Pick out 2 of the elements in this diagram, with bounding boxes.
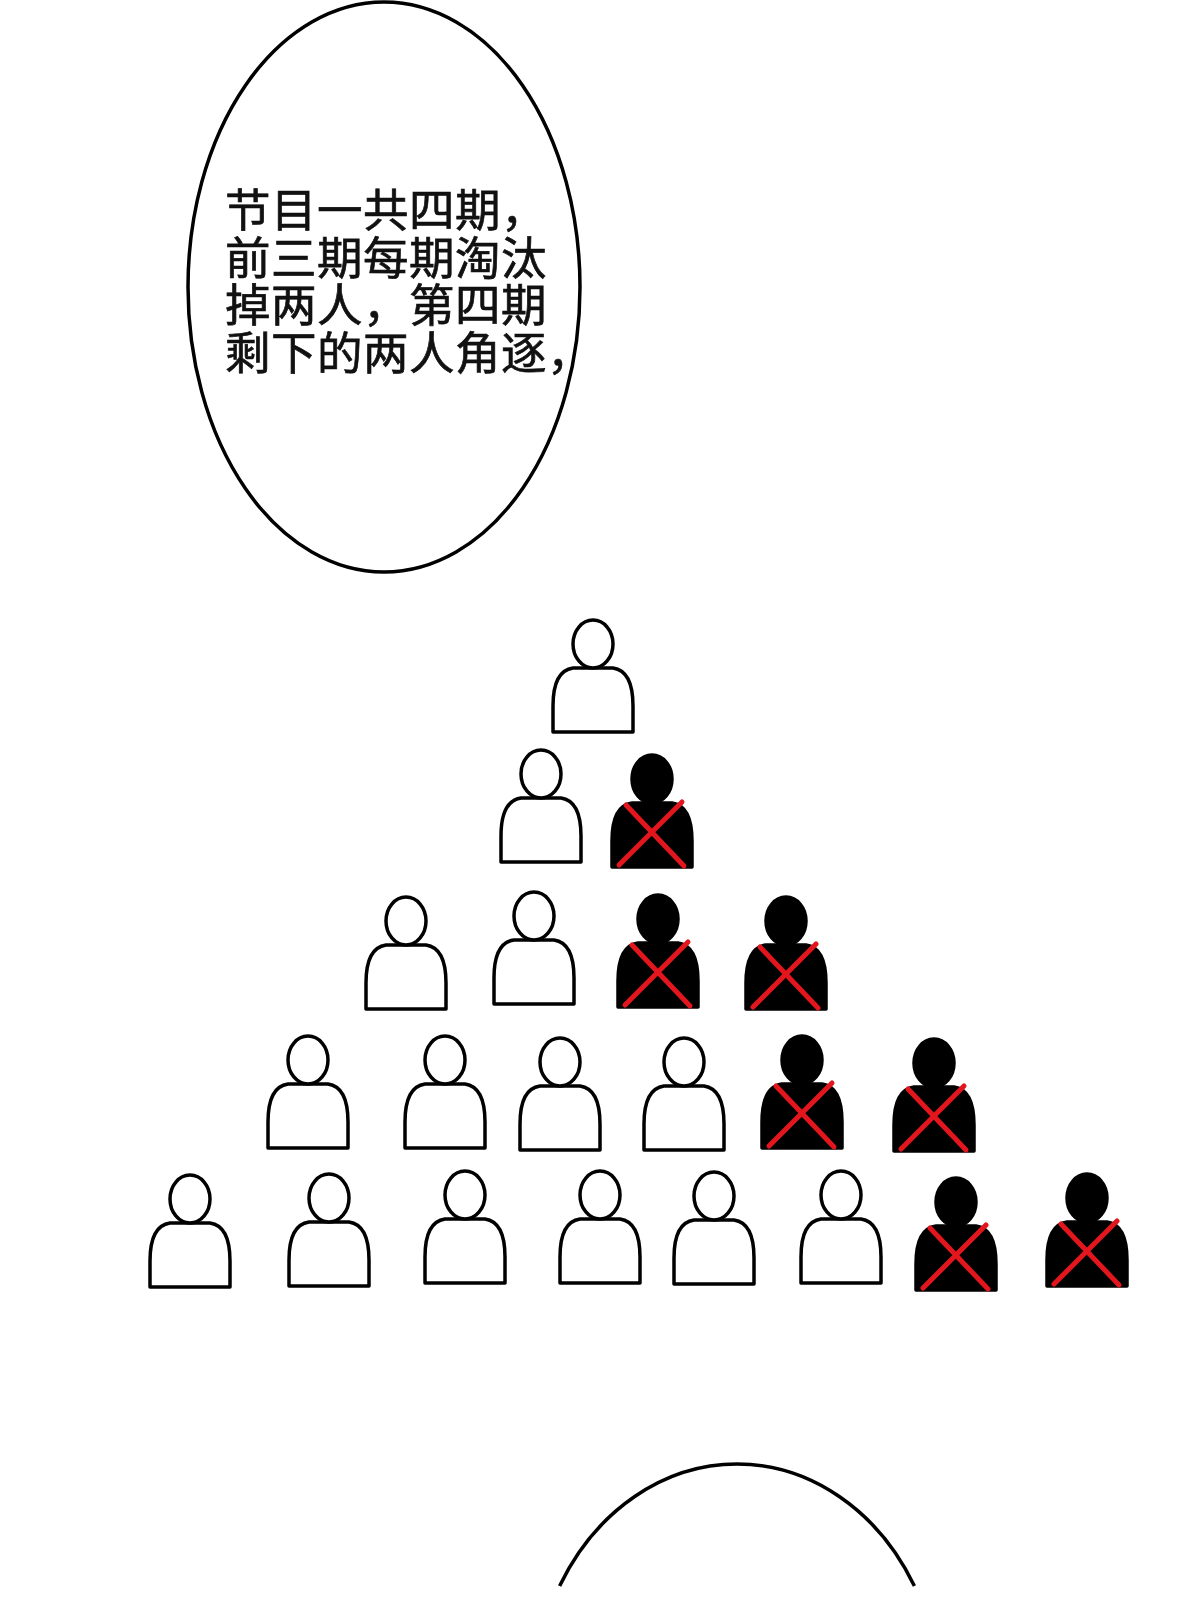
speech-bubble bbox=[185, 0, 583, 575]
dialogue-text: 节目一共四期，前三期每期淘汰掉两人，第四期剩下的两人角逐， bbox=[225, 188, 593, 378]
